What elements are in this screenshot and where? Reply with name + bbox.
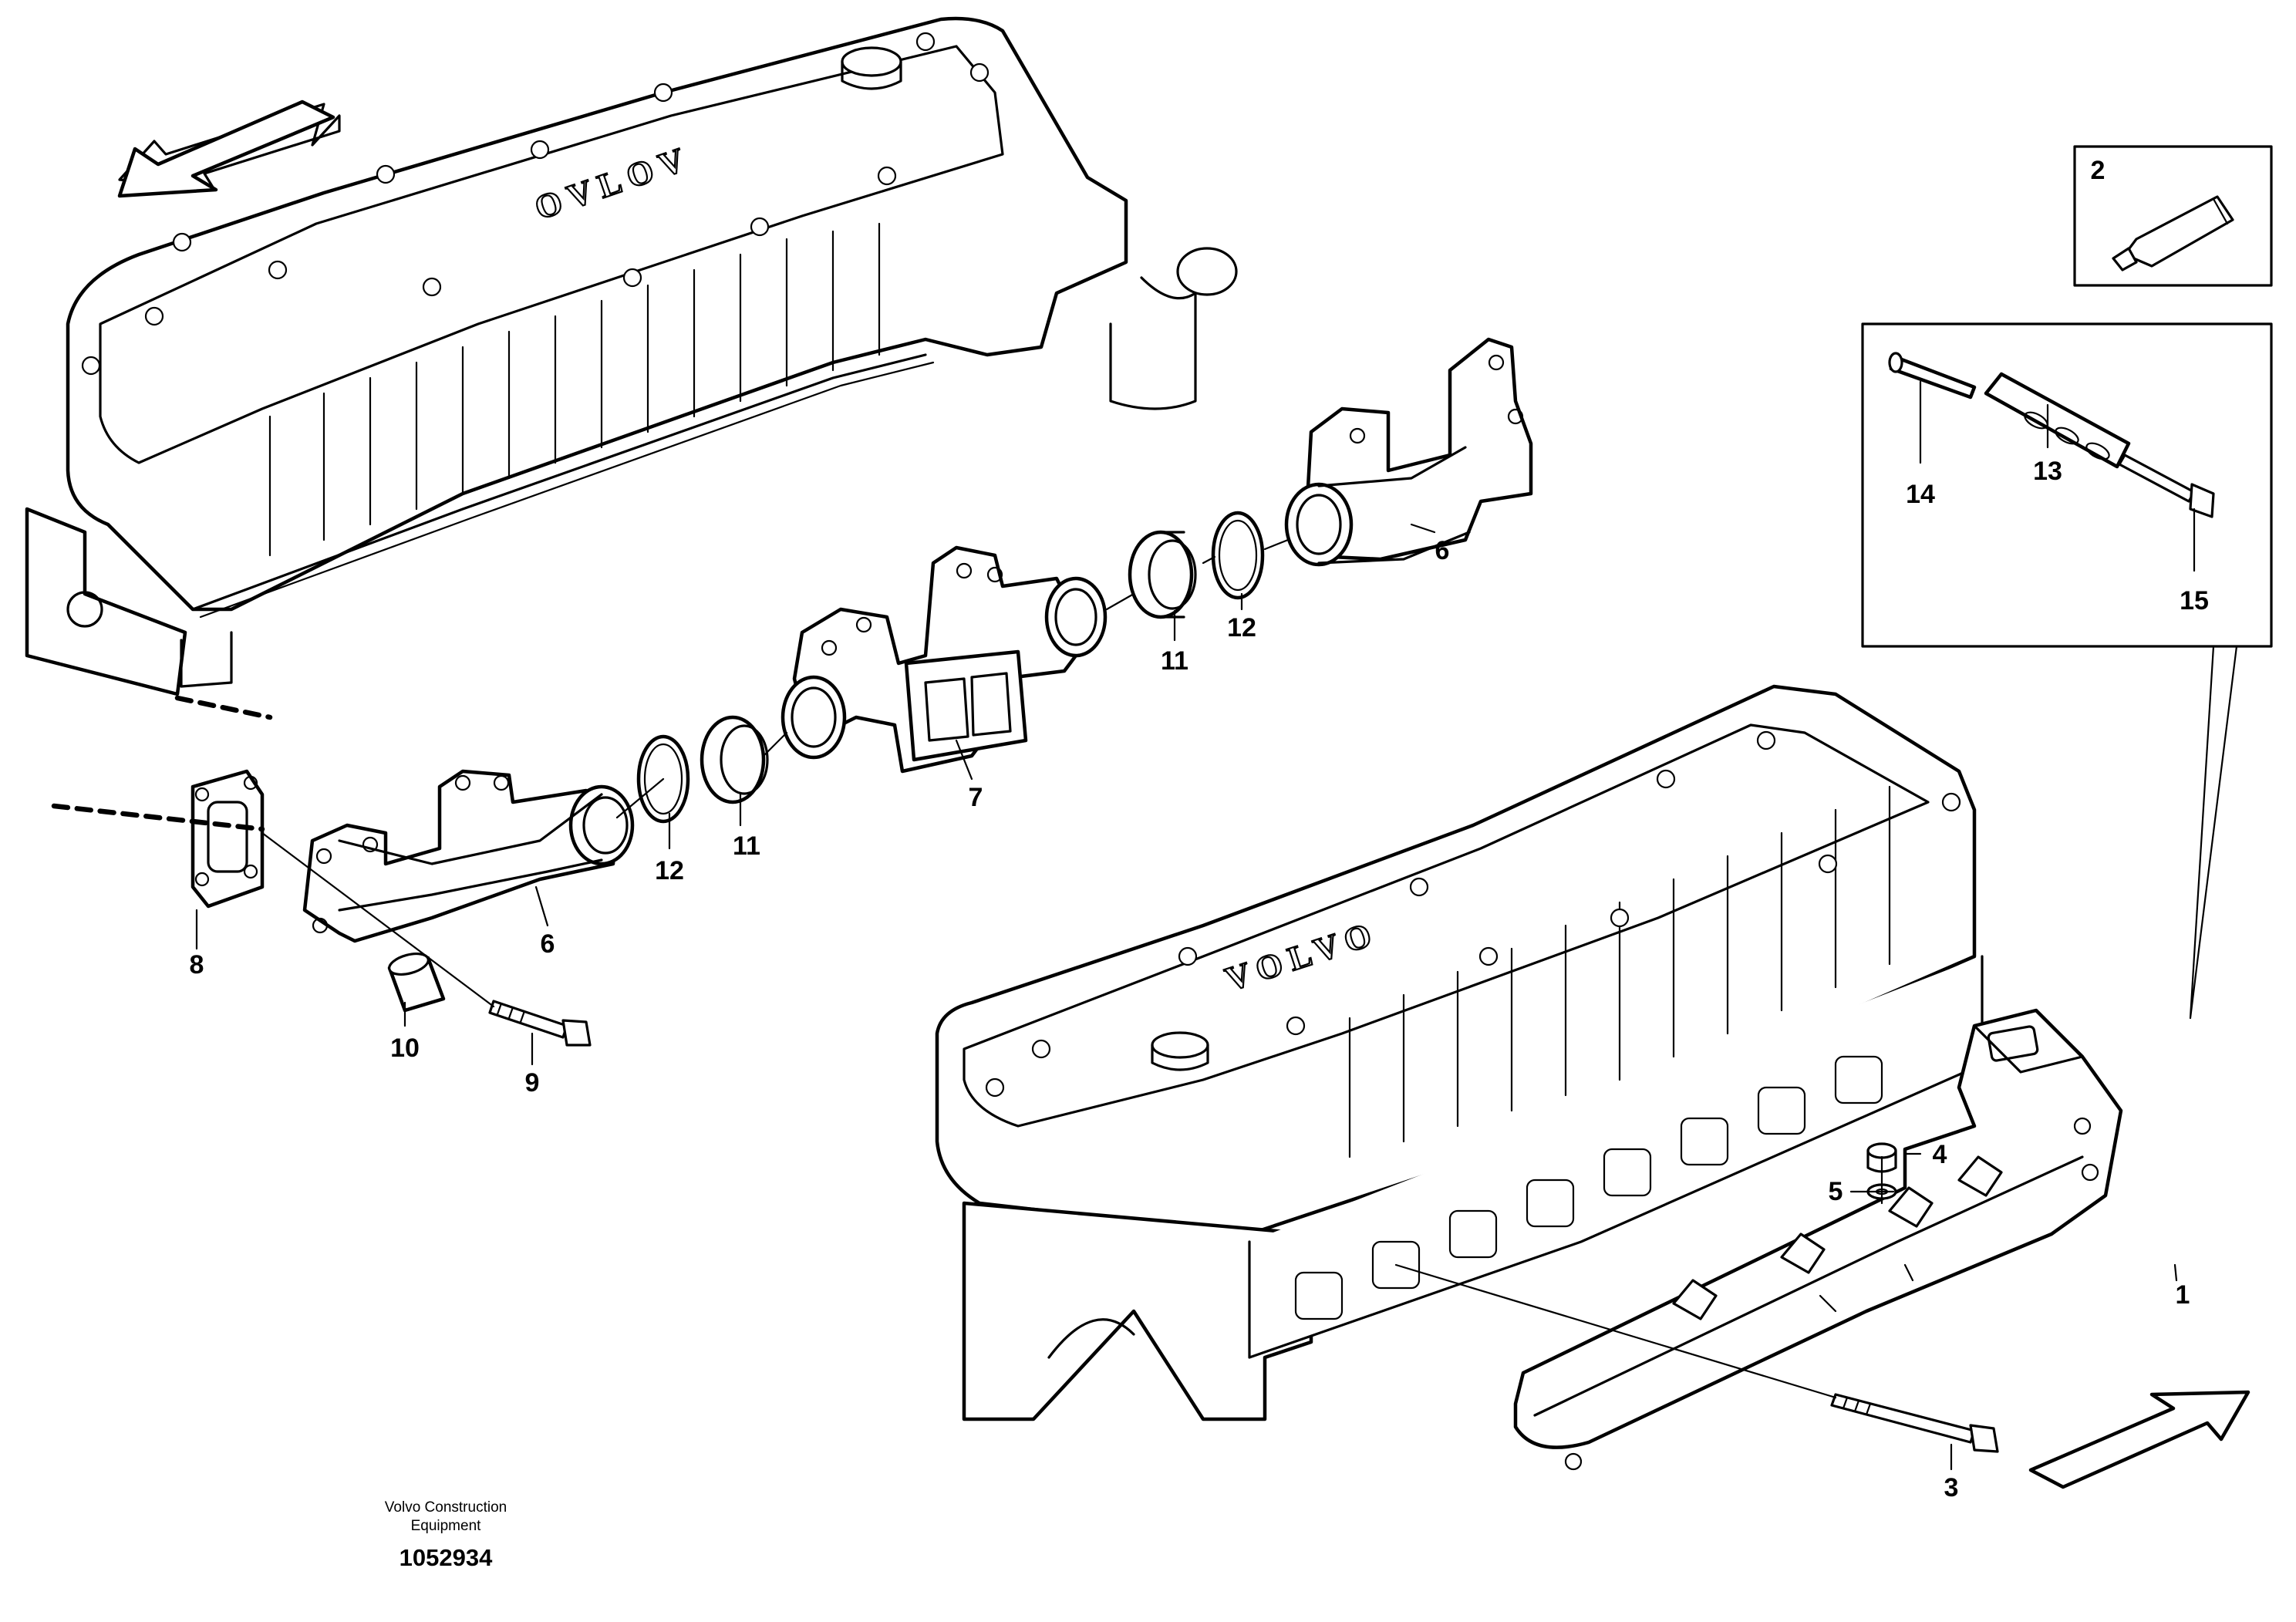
detail-box-sealant [2073,145,2273,287]
callout-6a: 6 [1435,536,1450,565]
callout-leaders [195,380,2196,1471]
drawing-footer: Volvo Construction Equipment 1052934 [385,1499,507,1571]
alignment-lines [261,538,1883,1399]
callout-13: 13 [2033,457,2062,486]
callout-9: 9 [525,1068,540,1098]
exhaust-manifold-part-6-upper [1284,337,1533,567]
callout-1: 1 [2176,1280,2190,1310]
callout-12a: 12 [1227,613,1256,642]
gasket-part-8 [190,769,265,909]
callout-11a: 11 [1161,646,1188,676]
footer-company-line1: Volvo Construction [385,1499,507,1516]
slip-ring-part-11-upper [1128,530,1197,619]
exhaust-manifold-part-1 [1513,1008,2123,1471]
exhaust-manifold-part-7 [781,545,1108,774]
direction-arrow-left-icon [117,99,341,198]
detail-leader-line [2189,645,2238,1020]
callout-labels: 1 2 3 4 5 6 6 7 8 9 10 11 11 12 12 13 14… [190,156,2209,1502]
callout-7: 7 [969,783,983,812]
callout-10: 10 [390,1034,420,1063]
spacer-sleeve-part-10 [387,952,446,1013]
callout-15: 15 [2180,586,2209,615]
engine-cylinder-head-left [25,16,1238,696]
callout-2: 2 [2091,156,2106,185]
callout-4: 4 [1933,1140,1947,1169]
callout-6b: 6 [541,929,555,959]
sealant-tube-icon [2112,195,2234,271]
exhaust-manifold-part-6-lower [302,769,635,943]
bolt-part-9 [488,1000,592,1047]
direction-arrow-right-icon [2028,1390,2250,1489]
bolt-part-15 [2118,454,2215,518]
seal-ring-part-12-upper [1211,511,1265,600]
dashed-connector [51,695,273,832]
spacer-sleeve-part-14 [1888,352,1977,400]
callout-5: 5 [1829,1177,1843,1206]
callout-11b: 11 [733,831,760,861]
callout-8: 8 [190,950,204,980]
callout-14: 14 [1906,480,1935,509]
engine-cylinder-head-right [935,684,1984,1421]
slip-ring-part-11-lower [700,715,769,804]
footer-drawing-id: 1052934 [400,1544,493,1571]
lock-plate-part-13 [1984,372,2131,469]
callout-12b: 12 [655,856,684,885]
bolt-part-3 [1830,1393,1999,1453]
callout-3: 3 [1944,1473,1959,1502]
detail-box-mounting-hardware [1861,322,2273,648]
footer-company-line2: Equipment [411,1518,482,1534]
